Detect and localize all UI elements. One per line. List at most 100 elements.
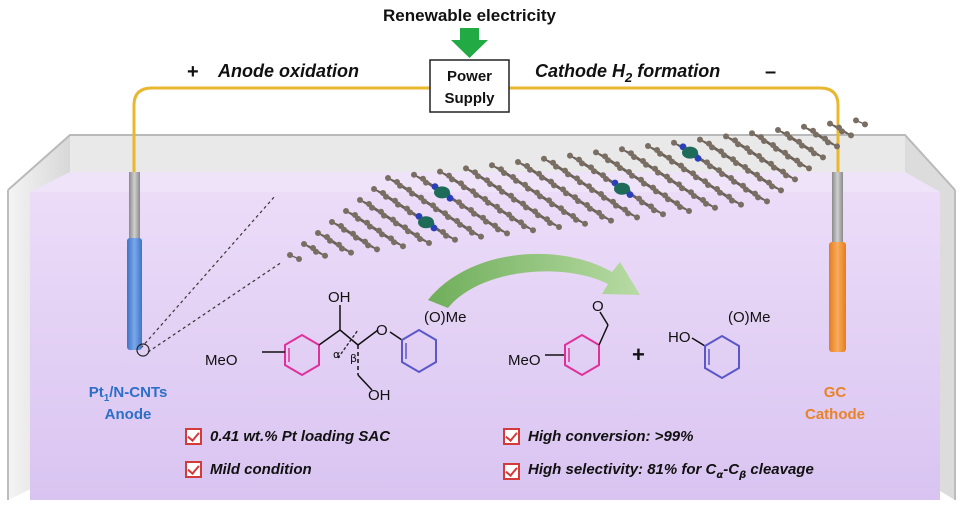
carbon-atom <box>796 138 802 145</box>
feature-selectivity-mid: -C <box>723 461 740 478</box>
platinum-single-atom <box>682 146 698 159</box>
checkbox-icon <box>503 428 520 445</box>
carbon-atom <box>652 165 658 172</box>
reactant-o: O <box>376 322 388 339</box>
cathode-material-label: GC <box>824 384 847 401</box>
product1-o: O <box>592 298 604 315</box>
cathode-label: Cathode <box>805 406 865 423</box>
anode-label: Anode <box>105 406 152 423</box>
carbon-atom <box>520 200 526 207</box>
carbon-atom <box>794 157 800 164</box>
reactant-bond-o-ring <box>389 331 403 341</box>
product1-ring <box>564 333 600 377</box>
power-supply-label-line1: Power <box>447 68 492 85</box>
platinum-single-atom <box>418 216 434 229</box>
cathode-process-prefix: Cathode H <box>535 61 626 81</box>
carbon-atom <box>688 189 694 196</box>
carbon-atom <box>426 240 432 246</box>
carbon-atom <box>541 155 547 162</box>
carbon-atom <box>472 169 478 176</box>
carbon-atom <box>463 165 469 172</box>
carbon-atom <box>723 133 729 140</box>
carbon-atom <box>494 203 500 210</box>
carbon-atom <box>740 182 746 189</box>
carbon-atom <box>588 164 594 171</box>
cathode-process-sub: 2 <box>624 70 633 85</box>
carbon-atom <box>420 175 426 182</box>
carbon-atom <box>498 166 504 173</box>
cathode-process-label: Cathode H2 formation <box>535 61 720 85</box>
feature-conversion: High conversion: >99% <box>503 428 693 445</box>
carbon-atom <box>650 184 656 191</box>
carbon-atom <box>480 214 486 221</box>
feature-selectivity-sub1: α <box>716 470 724 481</box>
power-supply-box <box>429 59 510 113</box>
carbon-atom <box>792 176 798 183</box>
carbon-atom <box>716 167 722 174</box>
carbon-atom <box>674 200 680 207</box>
carbon-atom <box>634 214 640 221</box>
carbon-atom <box>336 241 342 248</box>
carbon-atom <box>598 191 604 197</box>
carbon-atom <box>567 152 573 159</box>
carbon-atom <box>706 140 712 147</box>
plus-sign: + <box>632 342 645 367</box>
feature-selectivity-text: High selectivity: 81% for Cα-Cβ cleavage <box>528 461 814 481</box>
reactant-ome: (O)Me <box>424 309 467 326</box>
carbon-atom <box>338 223 344 229</box>
anode-wire <box>132 86 430 175</box>
carbon-atom <box>752 190 758 197</box>
carbon-atom <box>484 177 490 184</box>
reactant-oh-top: OH <box>328 289 351 306</box>
carbon-atom <box>801 123 807 130</box>
carbon-atom <box>576 156 582 163</box>
zoom-line-bottom <box>147 261 283 353</box>
cathode-body <box>829 242 846 352</box>
carbon-atom <box>437 168 443 175</box>
carbon-atom <box>728 175 734 181</box>
carbon-atom <box>848 132 854 139</box>
graphene-sheet <box>287 117 868 262</box>
carbon-atom <box>430 202 436 209</box>
carbon-atom <box>648 203 654 210</box>
carbon-atom <box>662 192 668 199</box>
checkbox-icon <box>503 462 520 480</box>
carbon-atom <box>645 143 651 149</box>
carbon-atom <box>619 146 625 153</box>
carbon-atom <box>764 198 770 205</box>
carbon-atom <box>456 199 462 206</box>
reactant-ring-left <box>284 333 320 377</box>
carbon-atom <box>756 153 762 159</box>
cathode-rod <box>832 172 843 244</box>
carbon-atom <box>530 227 536 234</box>
carbon-atom <box>492 222 498 229</box>
carbon-atom <box>600 172 606 179</box>
reactant-oh-bottom: OH <box>368 387 391 404</box>
product2-bond-ho <box>691 337 706 347</box>
carbon-atom <box>496 185 502 191</box>
carbon-atom <box>697 136 703 143</box>
carbon-atom <box>640 158 646 164</box>
reactant-bond-calpha-cbeta <box>339 329 359 346</box>
carbon-atom <box>548 178 554 185</box>
carbon-atom <box>596 209 602 216</box>
carbon-atom <box>660 211 666 218</box>
carbon-atom <box>458 180 464 187</box>
carbon-atom <box>712 204 718 211</box>
carbon-atom <box>362 238 368 245</box>
carbon-atom <box>380 190 386 196</box>
carbon-atom <box>586 183 592 190</box>
carbon-atom <box>544 216 550 223</box>
reactant-bond-ring-calpha <box>318 329 341 346</box>
carbon-atom <box>296 256 302 262</box>
carbon-atom <box>749 130 755 137</box>
carbon-atom <box>287 252 293 258</box>
carbon-atom <box>376 227 382 234</box>
power-supply-label-line2: Supply <box>444 90 495 107</box>
carbon-atom <box>442 210 448 217</box>
carbon-atom <box>784 131 790 137</box>
carbon-atom <box>775 127 781 133</box>
carbon-atom <box>470 188 476 195</box>
reactant-ring-right <box>401 328 437 374</box>
carbon-atom <box>678 162 684 169</box>
